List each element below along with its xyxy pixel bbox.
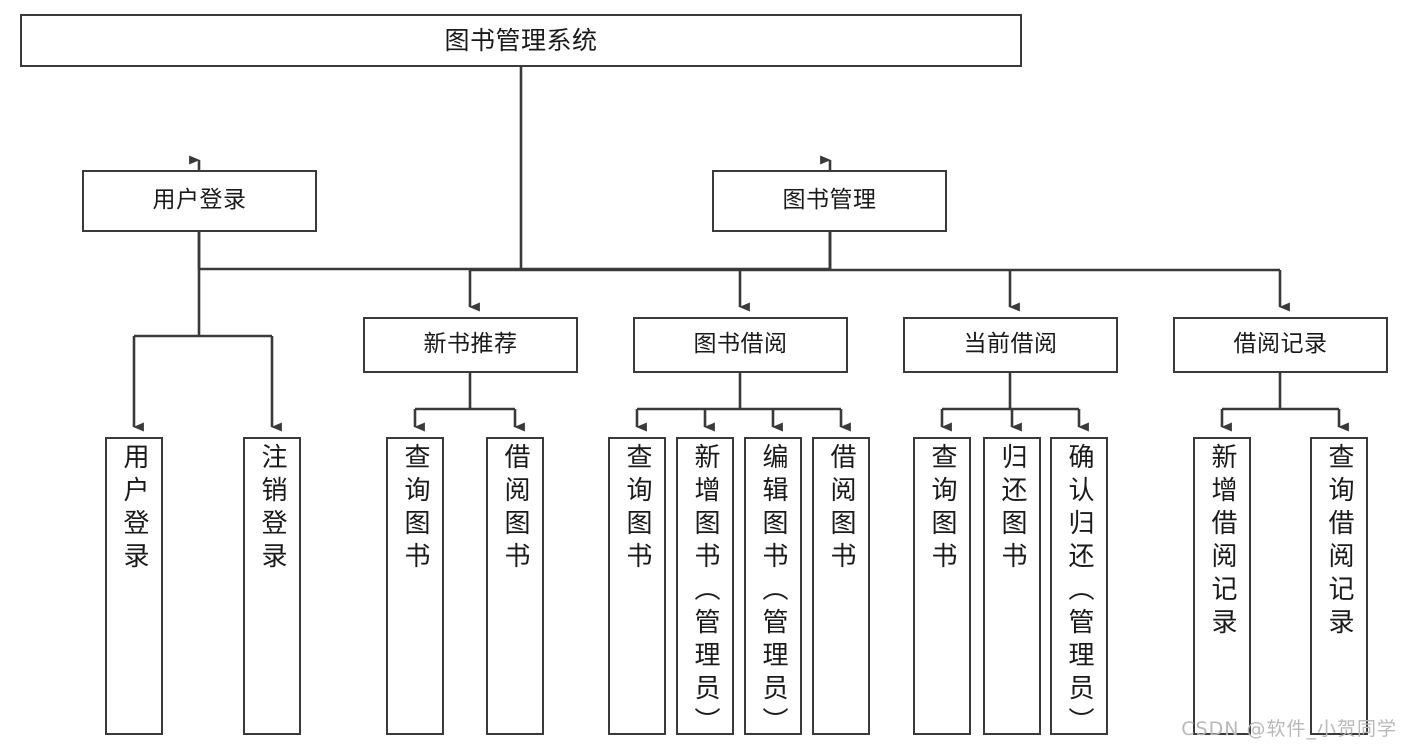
leaf-borrow-book-1[interactable]: 借阅图书 [486,437,544,735]
leaf-return-book-label: 归还图书 [997,443,1027,575]
leaf-query-record-label: 查询借阅记录 [1324,443,1354,641]
leaf-borrow-book-2[interactable]: 借阅图书 [812,437,870,735]
node-current-borrow[interactable]: 当前借阅 [903,317,1118,373]
leaf-query-book-2[interactable]: 查询图书 [608,437,666,735]
node-user-login-label: 用户登录 [152,187,247,214]
leaf-add-book[interactable]: 新增图书（管理员） [676,437,734,740]
node-book-manage[interactable]: 图书管理 [712,170,947,232]
node-new-book-rec[interactable]: 新书推荐 [363,317,578,373]
leaf-add-record-label: 新增借阅记录 [1207,443,1237,641]
node-root-label: 图书管理系统 [444,25,598,55]
leaf-return-book[interactable]: 归还图书 [983,437,1041,735]
leaf-user-login[interactable]: 用户登录 [105,437,163,735]
leaf-confirm-return-label: 确认归还（管理员） [1064,443,1094,740]
leaf-borrow-book-1-label: 借阅图书 [500,443,530,575]
node-book-borrow-label: 图书借阅 [693,331,788,358]
leaf-add-record[interactable]: 新增借阅记录 [1193,437,1251,735]
leaf-query-book-3-label: 查询图书 [927,443,957,575]
leaf-query-book-1[interactable]: 查询图书 [386,437,444,735]
node-new-book-rec-label: 新书推荐 [423,331,518,358]
leaf-edit-book-label: 编辑图书（管理员） [758,443,788,740]
node-borrow-record[interactable]: 借阅记录 [1173,317,1388,373]
leaf-query-book-2-label: 查询图书 [622,443,652,575]
leaf-logout[interactable]: 注销登录 [243,437,301,735]
leaf-edit-book[interactable]: 编辑图书（管理员） [744,437,802,740]
leaf-query-record[interactable]: 查询借阅记录 [1310,437,1368,735]
leaf-logout-label: 注销登录 [257,443,287,575]
leaf-add-book-label: 新增图书（管理员） [690,443,720,740]
node-book-borrow[interactable]: 图书借阅 [633,317,848,373]
node-borrow-record-label: 借阅记录 [1233,331,1328,358]
node-root[interactable]: 图书管理系统 [20,14,1022,67]
watermark: CSDN @软件_小贺同学 [1181,718,1397,740]
leaf-query-book-3[interactable]: 查询图书 [913,437,971,735]
leaf-user-login-label: 用户登录 [119,443,149,575]
node-book-manage-label: 图书管理 [782,187,877,214]
leaf-confirm-return[interactable]: 确认归还（管理员） [1050,437,1108,740]
leaf-query-book-1-label: 查询图书 [400,443,430,575]
node-current-borrow-label: 当前借阅 [963,331,1058,358]
node-user-login[interactable]: 用户登录 [82,170,317,232]
leaf-borrow-book-2-label: 借阅图书 [826,443,856,575]
